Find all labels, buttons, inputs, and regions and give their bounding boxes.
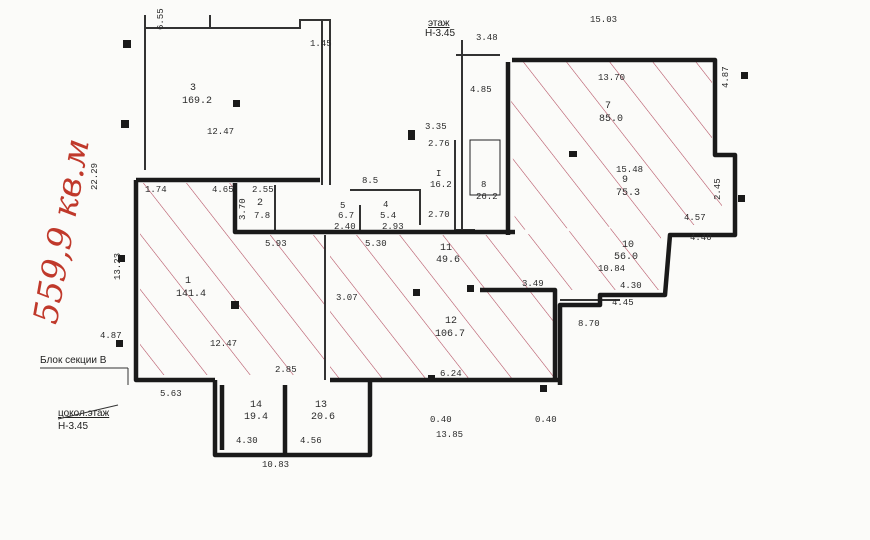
room-12-num: 12 bbox=[445, 316, 457, 327]
dim: 3.70 bbox=[238, 198, 248, 220]
room-8-num: 8 bbox=[481, 180, 486, 190]
dim: 0.40 bbox=[430, 415, 452, 425]
dim: 4.30 bbox=[236, 436, 258, 446]
dim: 2.85 bbox=[275, 365, 297, 375]
room-14-area: 19.4 bbox=[244, 412, 268, 423]
dim: 2.40 bbox=[334, 222, 356, 232]
dim: 2.70 bbox=[428, 210, 450, 220]
dim: 15.03 bbox=[590, 15, 617, 25]
walls-thick bbox=[133, 57, 738, 458]
room-5-area: 6.7 bbox=[338, 211, 354, 221]
room-3-area: 169.2 bbox=[182, 96, 212, 107]
dim: 4.30 bbox=[620, 281, 642, 291]
dim: 6.55 bbox=[156, 8, 166, 30]
dim: 10.84 bbox=[598, 264, 625, 274]
dim: 15.48 bbox=[616, 165, 643, 175]
plan-details bbox=[116, 40, 748, 392]
hatch-room-7-9 bbox=[510, 62, 722, 230]
dim: 2.76 bbox=[428, 139, 450, 149]
room-7-area: 85.0 bbox=[599, 114, 623, 125]
dim: 12.47 bbox=[210, 339, 237, 349]
room-4-num: 4 bbox=[383, 200, 388, 210]
room-11-area: 49.6 bbox=[436, 255, 460, 266]
dim: 4.57 bbox=[684, 213, 706, 223]
dim: 4.65 bbox=[212, 185, 234, 195]
dim: 3.07 bbox=[336, 293, 358, 303]
room-13-area: 20.6 bbox=[311, 412, 335, 423]
top-height: Н-3.45 bbox=[425, 28, 456, 39]
dim: 5.93 bbox=[265, 239, 287, 249]
dim: 13.23 bbox=[113, 253, 123, 280]
dim: 3.35 bbox=[425, 122, 447, 132]
room-1-num: 1 bbox=[185, 276, 191, 287]
dim: 0.40 bbox=[535, 415, 557, 425]
dim: 2.45 bbox=[713, 178, 723, 200]
dim: 5.63 bbox=[160, 389, 182, 399]
room-1-area: 141.4 bbox=[176, 289, 206, 300]
room-7-num: 7 bbox=[605, 101, 611, 112]
hatched-zones bbox=[140, 62, 722, 380]
dim: 10.83 bbox=[262, 460, 289, 470]
room-4-area: 5.4 bbox=[380, 211, 396, 221]
room-I-num: I bbox=[436, 169, 441, 179]
dim: 3.49 bbox=[522, 279, 544, 289]
dim: 4.87 bbox=[721, 66, 731, 88]
dim: 12.47 bbox=[207, 127, 234, 137]
block-label: Блок секции В bbox=[40, 355, 107, 366]
room-14-num: 14 bbox=[250, 400, 262, 411]
dim: 1.45 bbox=[310, 39, 332, 49]
dim: 4.85 bbox=[470, 85, 492, 95]
dimension-labels: 15.03 13.70 15.48 12.47 12.47 5.93 5.30 … bbox=[90, 8, 731, 470]
hatch-room-1 bbox=[140, 183, 325, 375]
room-labels: 1 141.4 2 7.8 3 169.2 4 5.4 5 6.7 8.5 7 … bbox=[176, 83, 640, 423]
room-6-area: 8.5 bbox=[362, 176, 378, 186]
dim: 4.87 bbox=[100, 331, 122, 341]
room-3-num: 3 bbox=[190, 83, 196, 94]
hatch-room-11-12 bbox=[330, 225, 665, 380]
room-9-num: 9 bbox=[622, 175, 628, 186]
room-13-num: 13 bbox=[315, 400, 327, 411]
room-5-num: 5 bbox=[340, 201, 345, 211]
room-10-num: 10 bbox=[622, 240, 634, 251]
dim: 2.93 bbox=[382, 222, 404, 232]
dim: 4.56 bbox=[300, 436, 322, 446]
room-2-area: 7.8 bbox=[254, 211, 270, 221]
room-11-num: 11 bbox=[440, 243, 452, 254]
room-10-area: 56.0 bbox=[614, 252, 638, 263]
room-9-area: 75.3 bbox=[616, 188, 640, 199]
dim: 13.85 bbox=[436, 430, 463, 440]
dim: 3.48 bbox=[476, 33, 498, 43]
dim: 4.45 bbox=[612, 298, 634, 308]
room-2-num: 2 bbox=[257, 198, 263, 209]
dim: 8.70 bbox=[578, 319, 600, 329]
dim: 13.70 bbox=[598, 73, 625, 83]
floor-height: Н-3.45 bbox=[58, 421, 89, 432]
room-8-area: 26.2 bbox=[476, 192, 498, 202]
dim: 5.30 bbox=[365, 239, 387, 249]
room-I-area: 16.2 bbox=[430, 180, 452, 190]
dim: 4.40 bbox=[690, 233, 712, 243]
room-12-area: 106.7 bbox=[435, 329, 465, 340]
dim: 1.74 bbox=[145, 185, 167, 195]
top-label: этаж bbox=[428, 18, 450, 29]
dim: 6.24 bbox=[440, 369, 462, 379]
dim: 2.55 bbox=[252, 185, 274, 195]
dim: 22.29 bbox=[90, 163, 100, 190]
